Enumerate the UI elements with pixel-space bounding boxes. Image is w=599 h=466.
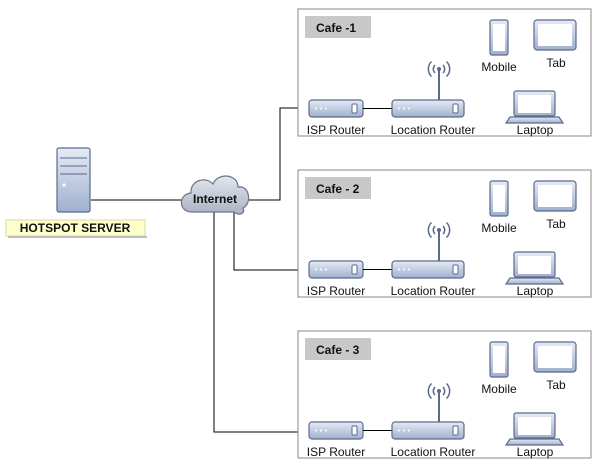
connection-lines xyxy=(91,107,309,433)
cafe-title-box xyxy=(305,338,371,360)
cafe-title: Cafe -1 xyxy=(316,21,356,35)
mobile-label: Mobile xyxy=(481,221,517,235)
mobile-icon xyxy=(489,180,509,217)
isp-router-label: ISP Router xyxy=(307,123,365,137)
server-label: HOTSPOT SERVER xyxy=(20,221,131,235)
location-router-icon xyxy=(391,60,465,118)
mobile-icon xyxy=(489,341,509,378)
internet-to-cafe3-line xyxy=(213,210,309,433)
laptop-icon xyxy=(504,251,565,285)
laptop-icon xyxy=(504,412,565,446)
mobile-label: Mobile xyxy=(481,60,517,74)
laptop-label: Laptop xyxy=(517,284,554,298)
cafe-title: Cafe - 3 xyxy=(316,343,360,357)
internet-to-cafe1-line xyxy=(244,107,309,201)
location-router-icon xyxy=(391,221,465,279)
hotspot-server: HOTSPOT SERVER xyxy=(5,147,147,238)
internet-to-cafe2-line xyxy=(233,210,309,271)
location-router-label: Location Router xyxy=(391,123,476,137)
laptop-label: Laptop xyxy=(517,123,554,137)
tablet-icon xyxy=(533,180,577,212)
cafe-group-1: Cafe -1 ISP Router Location Router Mobile Ta… xyxy=(297,8,592,137)
isp-router-label: ISP Router xyxy=(307,445,365,459)
tab-label: Tab xyxy=(546,217,566,231)
cafe-title-box xyxy=(305,16,371,38)
cafe-group-2: Cafe - 2 ISP Router Location Router Mobile T… xyxy=(297,169,592,298)
isp-router-icon xyxy=(308,421,364,440)
cafe-title-box xyxy=(305,177,371,199)
cloud-label: Internet xyxy=(193,192,237,206)
server-tower-icon xyxy=(56,147,91,213)
tablet-icon xyxy=(533,341,577,373)
tablet-icon xyxy=(533,19,577,51)
cloud-icon xyxy=(180,175,250,215)
location-router-label: Location Router xyxy=(391,284,476,298)
laptop-icon xyxy=(504,90,565,124)
mobile-label: Mobile xyxy=(481,382,517,396)
location-router-icon xyxy=(391,382,465,440)
tab-label: Tab xyxy=(546,56,566,70)
isp-router-icon xyxy=(308,99,364,118)
laptop-label: Laptop xyxy=(517,445,554,459)
internet-cloud: Internet xyxy=(180,175,250,215)
location-router-label: Location Router xyxy=(391,445,476,459)
isp-router-icon xyxy=(308,260,364,279)
tab-label: Tab xyxy=(546,378,566,392)
mobile-icon xyxy=(489,19,509,56)
cafe-group-3: Cafe - 3 ISP Router Location Router Mobile T… xyxy=(297,330,592,459)
isp-router-label: ISP Router xyxy=(307,284,365,298)
cafe-title: Cafe - 2 xyxy=(316,182,360,196)
